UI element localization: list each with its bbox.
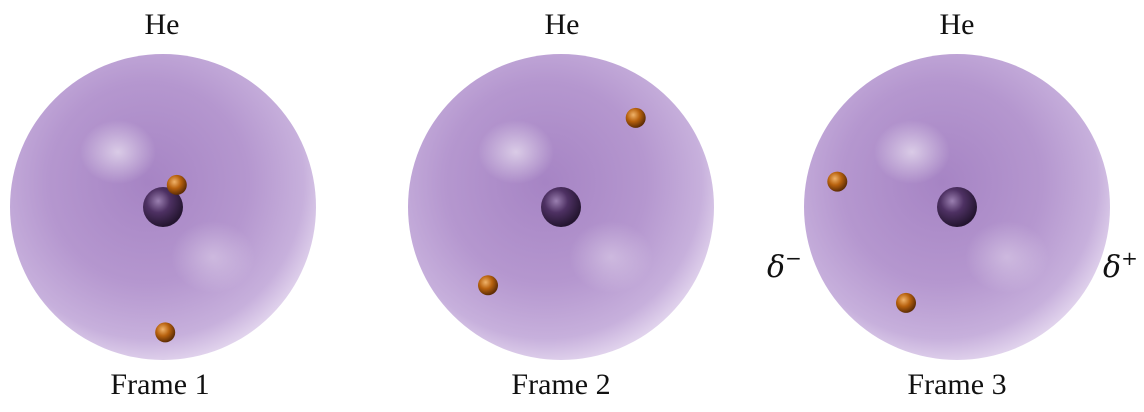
atom-label-he-3: He: [940, 10, 975, 40]
partial-charge-positive: δ+: [1103, 248, 1138, 283]
electron-2: [155, 322, 175, 342]
helium-atom-3: [804, 54, 1110, 360]
helium-atom-1: [10, 54, 316, 360]
electron-2: [478, 275, 498, 295]
cloud-highlight: [965, 221, 1049, 293]
frame-label-2: Frame 2: [511, 370, 610, 400]
helium-atom-2: [408, 54, 714, 360]
electron-1: [167, 175, 187, 195]
electron-1: [626, 108, 646, 128]
atom-label-he-1: He: [145, 10, 180, 40]
partial-charge-negative: δ−: [767, 248, 802, 283]
atom-label-he-2: He: [545, 10, 580, 40]
cloud-highlight: [874, 120, 950, 184]
nucleus: [541, 187, 581, 227]
cloud-highlight: [478, 120, 554, 184]
cloud-highlight: [171, 221, 255, 293]
electron-2: [896, 293, 916, 313]
frame-label-1: Frame 1: [110, 370, 209, 400]
cloud-highlight: [569, 221, 653, 293]
nucleus: [937, 187, 977, 227]
electron-1: [827, 172, 847, 192]
frame-label-3: Frame 3: [907, 370, 1006, 400]
cloud-highlight: [80, 120, 156, 184]
